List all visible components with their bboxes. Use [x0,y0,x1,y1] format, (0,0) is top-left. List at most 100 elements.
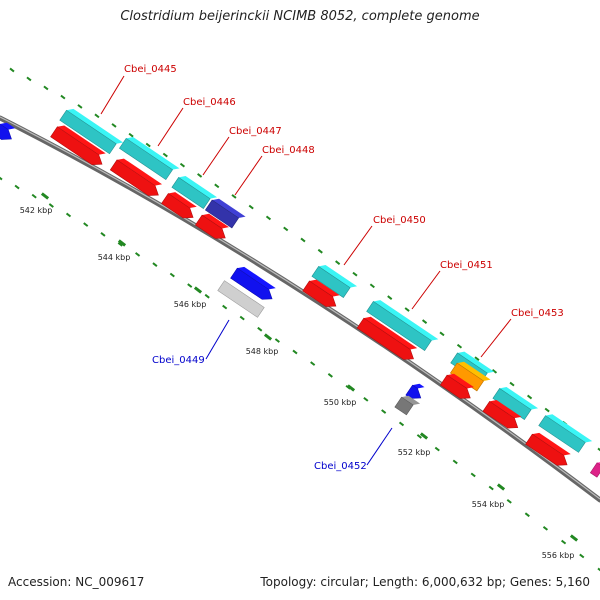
ruler-dot [162,152,168,158]
feature-arrow[interactable] [50,123,109,170]
tick-mark [419,432,429,440]
feature-top [224,279,272,308]
feature-arrow[interactable] [589,459,600,480]
tick-mark [496,483,506,491]
ruler-dot [9,67,15,73]
ruler-dot [187,283,193,288]
feature-top [457,361,491,381]
feature-arrow[interactable] [356,314,420,364]
ruler-dot [509,381,515,387]
feature-arrow[interactable] [492,384,539,422]
ruler-dot [404,307,410,312]
feature-top [457,351,495,374]
ruler-dot [152,262,158,267]
tick-label: 550 kbp [324,398,357,407]
label-leader-line [366,427,393,466]
accession-text: Accession: NC_009617 [8,575,145,589]
ruler-dot [470,472,476,478]
ruler-dot [579,553,585,559]
feature-arrow[interactable] [311,262,358,300]
ruler-dot [214,183,220,189]
feature-arrow[interactable] [538,411,593,455]
feature-arrow[interactable] [449,359,491,394]
feature-arrow[interactable] [204,196,246,231]
feature-body [311,265,351,299]
feature-arrow[interactable] [171,173,218,211]
feature-arrow[interactable] [405,381,427,403]
feature-body [482,400,519,429]
tick-label: 554 kbp [472,500,505,509]
feature-top [309,279,340,297]
feature-arrow[interactable] [525,430,574,470]
feature-top [401,395,421,405]
feature-arrow[interactable] [59,106,124,156]
feature-body [204,199,240,229]
ruler-dot [26,76,32,82]
label-leader-line [234,155,263,196]
ruler-dot [542,526,549,531]
feature-arrow[interactable] [230,264,279,304]
feature-arrow[interactable] [302,277,342,311]
gene-label[interactable]: Cbei_0452 [314,461,367,472]
feature-top [318,265,358,288]
gene-label[interactable]: Cbei_0449 [152,355,205,366]
feature-arrow[interactable] [109,156,164,200]
tick-label: 556 kbp [542,551,575,560]
label-leader-line [157,107,184,147]
gene-label[interactable]: Cbei_0448 [262,145,315,156]
feature-body [0,123,12,140]
ruler-dot [416,434,422,439]
feature-arrow[interactable] [394,393,421,418]
ruler-dot [274,338,280,343]
ruler-dot [526,394,533,400]
feature-top [212,198,246,218]
ruler-dot [83,222,89,227]
feature-body [439,374,471,399]
backbone-highlight [0,116,600,500]
ruler-dot [434,446,440,452]
ruler-dot [60,94,66,100]
tick-label: 542 kbp [20,206,53,215]
feature-arrow[interactable] [439,371,476,403]
map-title: Clostridium beijerinckii NCIMB 8052, com… [120,9,480,24]
gene-label[interactable]: Cbei_0451 [440,260,493,271]
ruler-dot [179,162,186,168]
feature-top [66,108,124,144]
gene-label[interactable]: Cbei_0445 [124,64,177,75]
gene-label[interactable]: Cbei_0453 [511,308,564,319]
ruler-dot [439,331,445,337]
feature-body [589,462,600,478]
ruler-dot [31,193,37,199]
feature-arrow[interactable] [482,397,524,432]
feature-body [538,415,586,453]
feature-body [449,362,485,392]
feature-top [57,125,106,155]
gene-label[interactable]: Cbei_0447 [229,126,282,137]
ruler-dot [335,260,341,265]
feature-arrow[interactable] [0,120,18,144]
ruler-dot [387,295,393,300]
feature-arrow[interactable] [119,134,180,182]
ruler-dot [398,421,405,427]
ruler-dot [317,248,323,254]
feature-arrow[interactable] [366,297,439,353]
ruler-dot [292,349,298,355]
feature-top [489,400,522,419]
ruler-dot [134,252,141,257]
feature-body [366,301,432,351]
gene-label[interactable]: Cbei_0450 [373,215,426,226]
feature-top [0,122,16,130]
ruler-dot [94,113,100,119]
gene-label[interactable]: Cbei_0446 [183,97,236,108]
feature-arrow[interactable] [217,276,272,320]
ruler-dot [310,361,316,366]
ruler-dot [506,498,512,504]
ruler-dot [43,85,49,91]
ruler-dot [488,485,494,491]
feature-arrow[interactable] [194,211,231,243]
ruler-dot [48,203,54,208]
feature-arrow[interactable] [161,189,200,222]
feature-body [109,159,159,196]
ruler-dot [369,283,375,289]
